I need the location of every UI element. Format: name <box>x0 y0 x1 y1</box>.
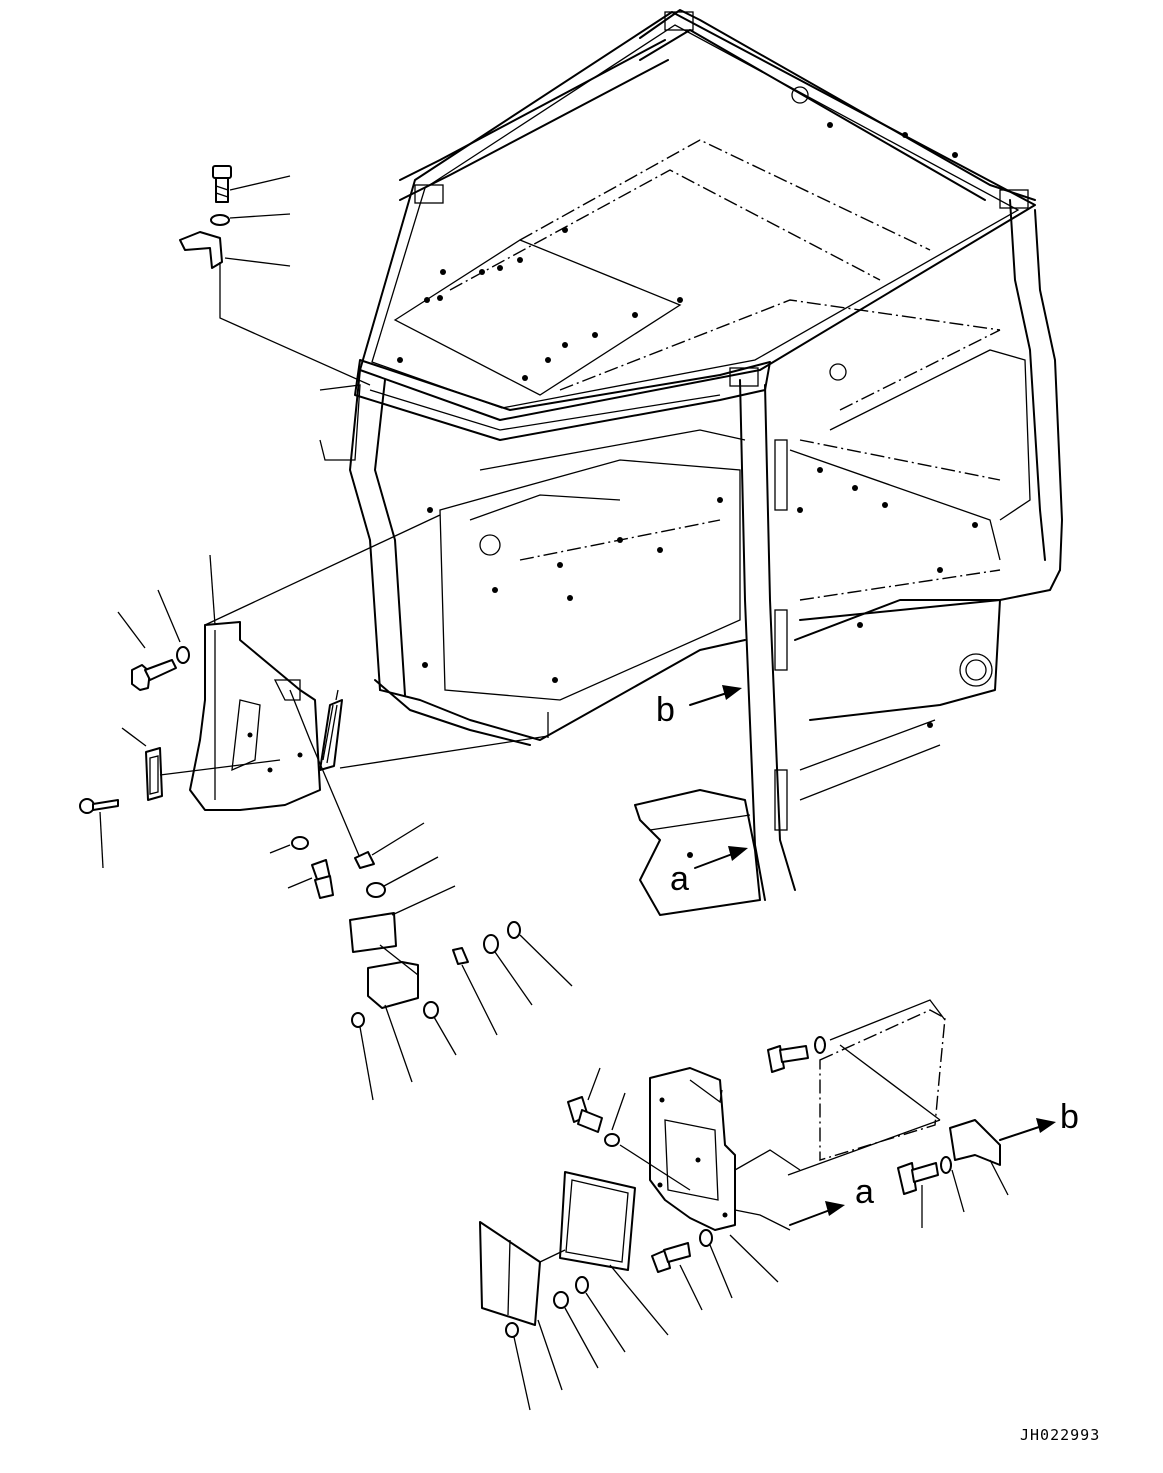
view-label-b-detail: b <box>1060 1098 1079 1136</box>
rear-cover-panel <box>649 1067 736 1231</box>
nut-mid <box>354 851 375 869</box>
window-glass <box>559 1171 636 1271</box>
cover-plate <box>479 1221 541 1326</box>
washer-detail-mid <box>940 1156 952 1174</box>
view-arrow-a-detail <box>734 1201 845 1231</box>
washer-small <box>483 934 499 954</box>
view-label-a-detail: a <box>855 1173 874 1211</box>
view-label-b-cab: b <box>656 691 675 729</box>
screw-detail <box>505 1322 519 1338</box>
bolt-left-cover <box>131 659 177 691</box>
nut-small-3 <box>423 1001 439 1019</box>
clip-small <box>452 947 469 965</box>
left-side-cover <box>189 621 321 811</box>
washer-left-cover <box>176 646 190 664</box>
seal-strip <box>319 699 343 771</box>
view-arrow-b-cab <box>689 685 742 706</box>
clip-left <box>145 747 163 801</box>
bracket-top <box>179 231 223 269</box>
washer-detail-right <box>814 1036 826 1054</box>
washer-mid <box>366 882 386 898</box>
nut-detail <box>575 1276 589 1294</box>
cab-fastener-dots <box>397 122 978 858</box>
top-bracket-group <box>179 165 371 386</box>
nut-small-2 <box>351 1012 365 1028</box>
washer-top <box>210 214 230 226</box>
screw-left <box>79 798 119 814</box>
washer-detail-small <box>553 1291 569 1309</box>
cab-frame <box>319 9 1063 916</box>
bolt-detail-right <box>767 1045 809 1073</box>
bolt-lower-left <box>311 859 334 899</box>
bolt-detail-upper <box>567 1096 603 1133</box>
detail-view-group <box>479 999 1056 1411</box>
plate-small <box>349 912 397 953</box>
washer-detail-upper <box>604 1133 620 1147</box>
washer-lower-left <box>291 836 309 850</box>
left-cover-group <box>79 514 573 1101</box>
bolt-detail-mid <box>897 1162 939 1195</box>
drawing-number: JH022993 <box>1020 1426 1101 1444</box>
bolt-detail-lower <box>651 1242 691 1273</box>
washer-detail-lower <box>699 1229 713 1247</box>
view-arrow-b-detail <box>999 1118 1056 1141</box>
bolt-top <box>212 165 232 203</box>
view-arrow-a-cab <box>694 846 748 869</box>
bracket-detail <box>949 1119 1001 1166</box>
nut-small <box>507 921 521 939</box>
view-label-a-cab: a <box>670 860 689 898</box>
